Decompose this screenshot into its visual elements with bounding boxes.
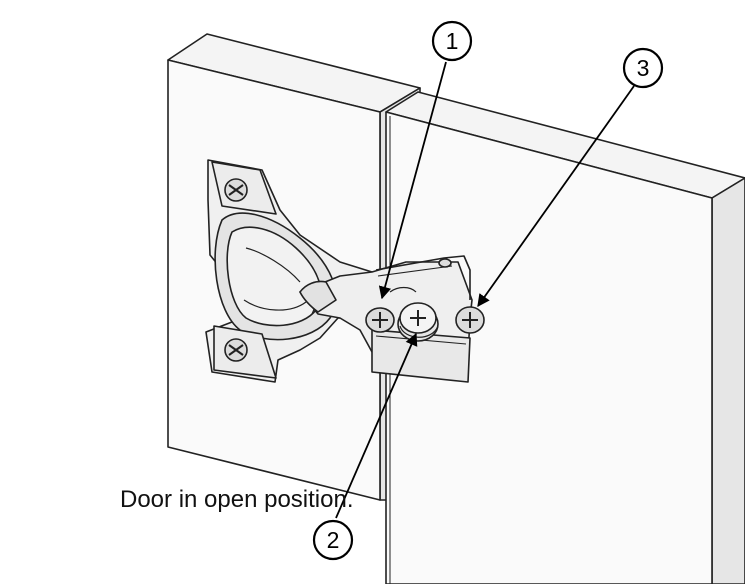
leader-line-1	[378, 61, 447, 300]
hinge-base-plate	[205, 159, 373, 383]
svg-text:2: 2	[327, 527, 340, 553]
svg-text:3: 3	[637, 55, 650, 81]
door-panel	[385, 91, 745, 584]
callout-1: 1	[431, 20, 473, 62]
depth-adjustment-screw	[397, 302, 439, 342]
cup-screw-bottom	[224, 338, 248, 362]
callout-3: 3	[622, 47, 664, 89]
side-adjustment-screw	[455, 306, 485, 334]
diagram-caption: Door in open position.	[120, 486, 354, 513]
hinge-mounting-screw	[365, 307, 395, 333]
leader-line-3	[477, 85, 635, 308]
callout-2: 2	[312, 519, 354, 561]
cup-screw-top	[224, 178, 248, 202]
svg-text:1: 1	[446, 28, 459, 54]
leader-line-2	[335, 332, 418, 519]
